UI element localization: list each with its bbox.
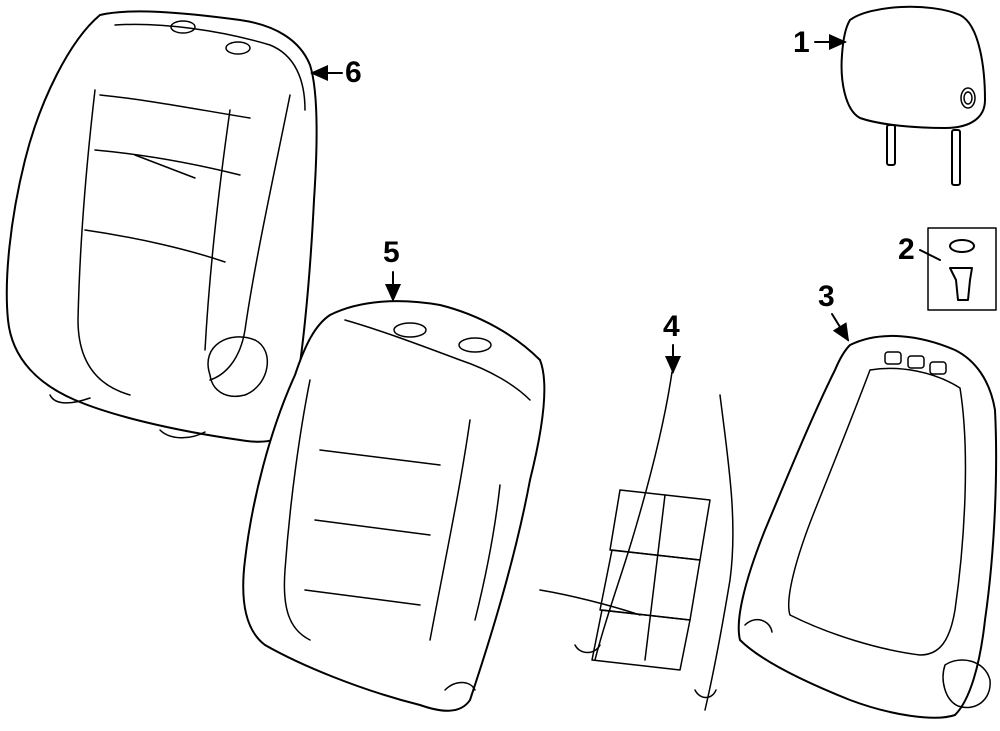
callout-label-5: 5 — [383, 236, 400, 269]
seat-back-cover-part — [5, 10, 318, 443]
headrest-part — [840, 5, 986, 186]
callout-label-6: 6 — [345, 56, 362, 89]
headrest-guide-part — [927, 227, 997, 311]
seat-back-pad-part — [242, 300, 546, 712]
callout-arrow-3 — [831, 313, 850, 342]
callout-label-3: 3 — [818, 280, 835, 313]
callout-label-2: 2 — [898, 233, 915, 266]
callout-label-1: 1 — [793, 26, 810, 59]
seat-back-frame-part — [737, 335, 998, 719]
callout-label-4: 4 — [663, 310, 680, 343]
callout-arrow-2 — [919, 249, 941, 261]
lumbar-support-part — [539, 371, 734, 711]
